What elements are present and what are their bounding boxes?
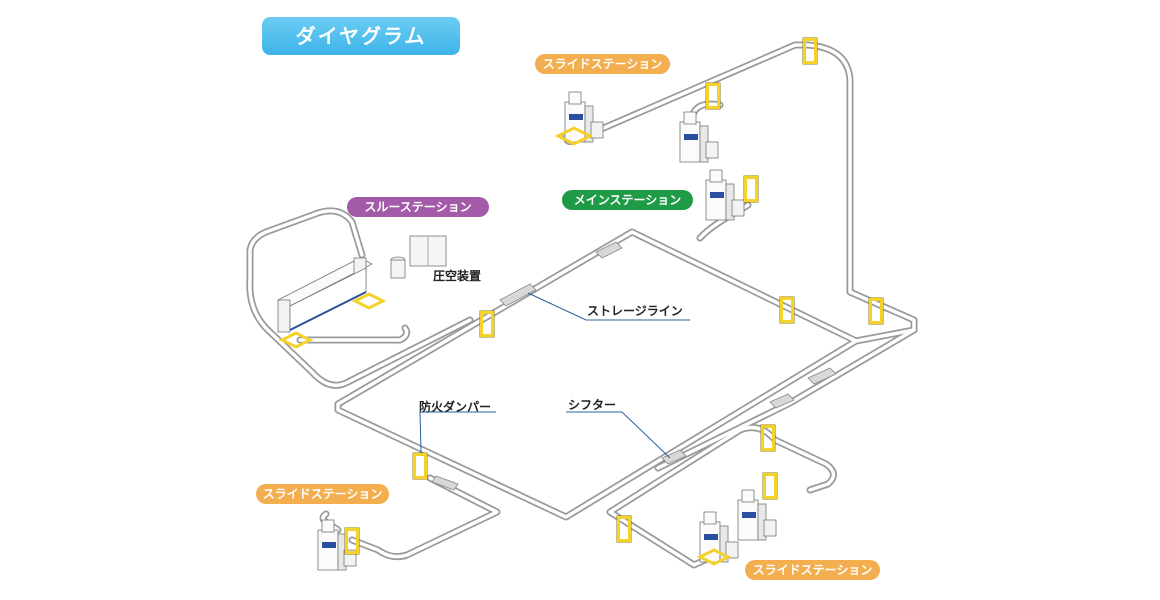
- through-station-label: スルーステーション: [347, 197, 489, 217]
- fire-damper-label: 防火ダンパー: [419, 400, 492, 414]
- station-machine-icon: [679, 111, 719, 163]
- leader-lines: [419, 292, 690, 459]
- compressor-label: 圧空装置: [433, 269, 482, 283]
- slide-station-left-label: スライドステーション: [256, 484, 389, 504]
- storage-line-label: ストレージライン: [587, 304, 683, 318]
- slide-station-top-label: スライドステーション: [535, 54, 670, 74]
- fire-dampers: [278, 36, 885, 566]
- slide-station-bottom-label: スライドステーション: [745, 560, 880, 580]
- compressor-icon: [390, 235, 447, 279]
- main-station-label: メインステーション: [562, 190, 693, 210]
- diagram-title: ダイヤグラム: [262, 17, 460, 55]
- shifter-label: シフター: [568, 398, 617, 412]
- station-machine-icon: [705, 169, 745, 221]
- storage-line-segments: [431, 241, 837, 491]
- through-station-machine: [277, 257, 373, 333]
